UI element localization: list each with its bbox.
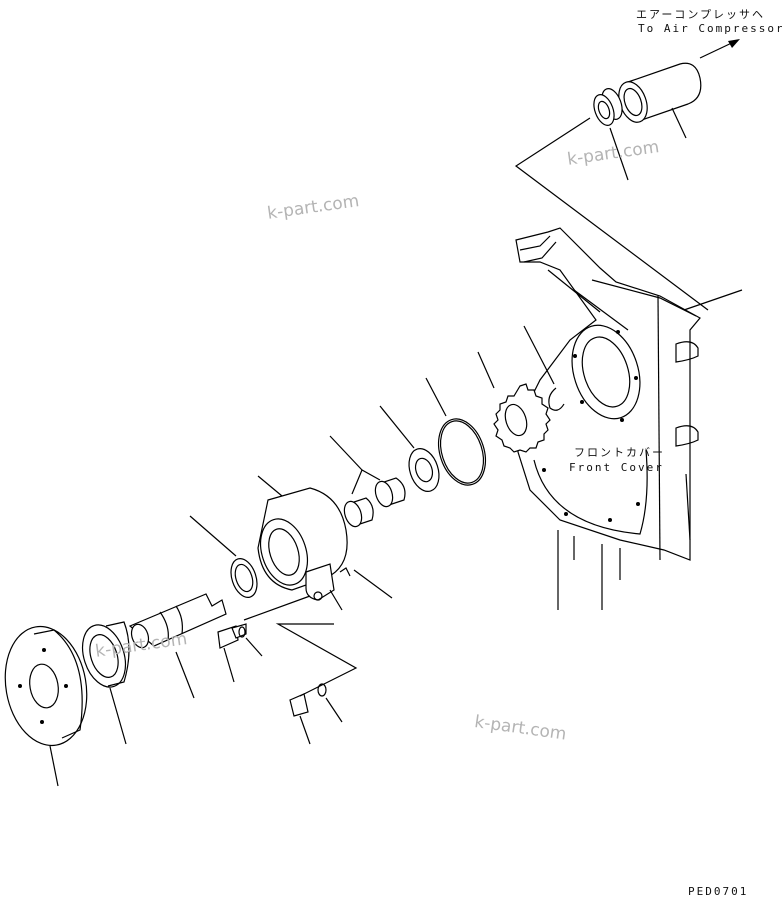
figure-code: PED0701 [688, 885, 749, 898]
snap-ring [523, 325, 565, 411]
thrust-washer [379, 405, 440, 492]
pump-shaft [128, 593, 227, 699]
gear [477, 351, 551, 453]
compressor-tube [618, 62, 702, 139]
compressor-bearing [593, 88, 629, 181]
leader-line [683, 289, 743, 311]
air-compressor-label-en: To Air Compressor [638, 22, 782, 35]
o-ring [425, 377, 487, 486]
arrow-right-icon [699, 39, 740, 59]
pulley [4, 625, 88, 787]
washer-left [189, 515, 258, 598]
bushings [329, 435, 406, 528]
bolt-upper [217, 595, 311, 683]
oil-seal [81, 621, 130, 745]
bolt-lower [275, 623, 358, 745]
front-cover-label-jp: フロントカバー [574, 446, 665, 459]
pump-housing [257, 475, 393, 611]
front-cover-housing [515, 227, 701, 610]
front-cover-label-en: Front Cover [569, 461, 664, 474]
leader-line [514, 117, 709, 311]
air-compressor-label-jp: エアーコンプレッサヘ [636, 8, 766, 21]
